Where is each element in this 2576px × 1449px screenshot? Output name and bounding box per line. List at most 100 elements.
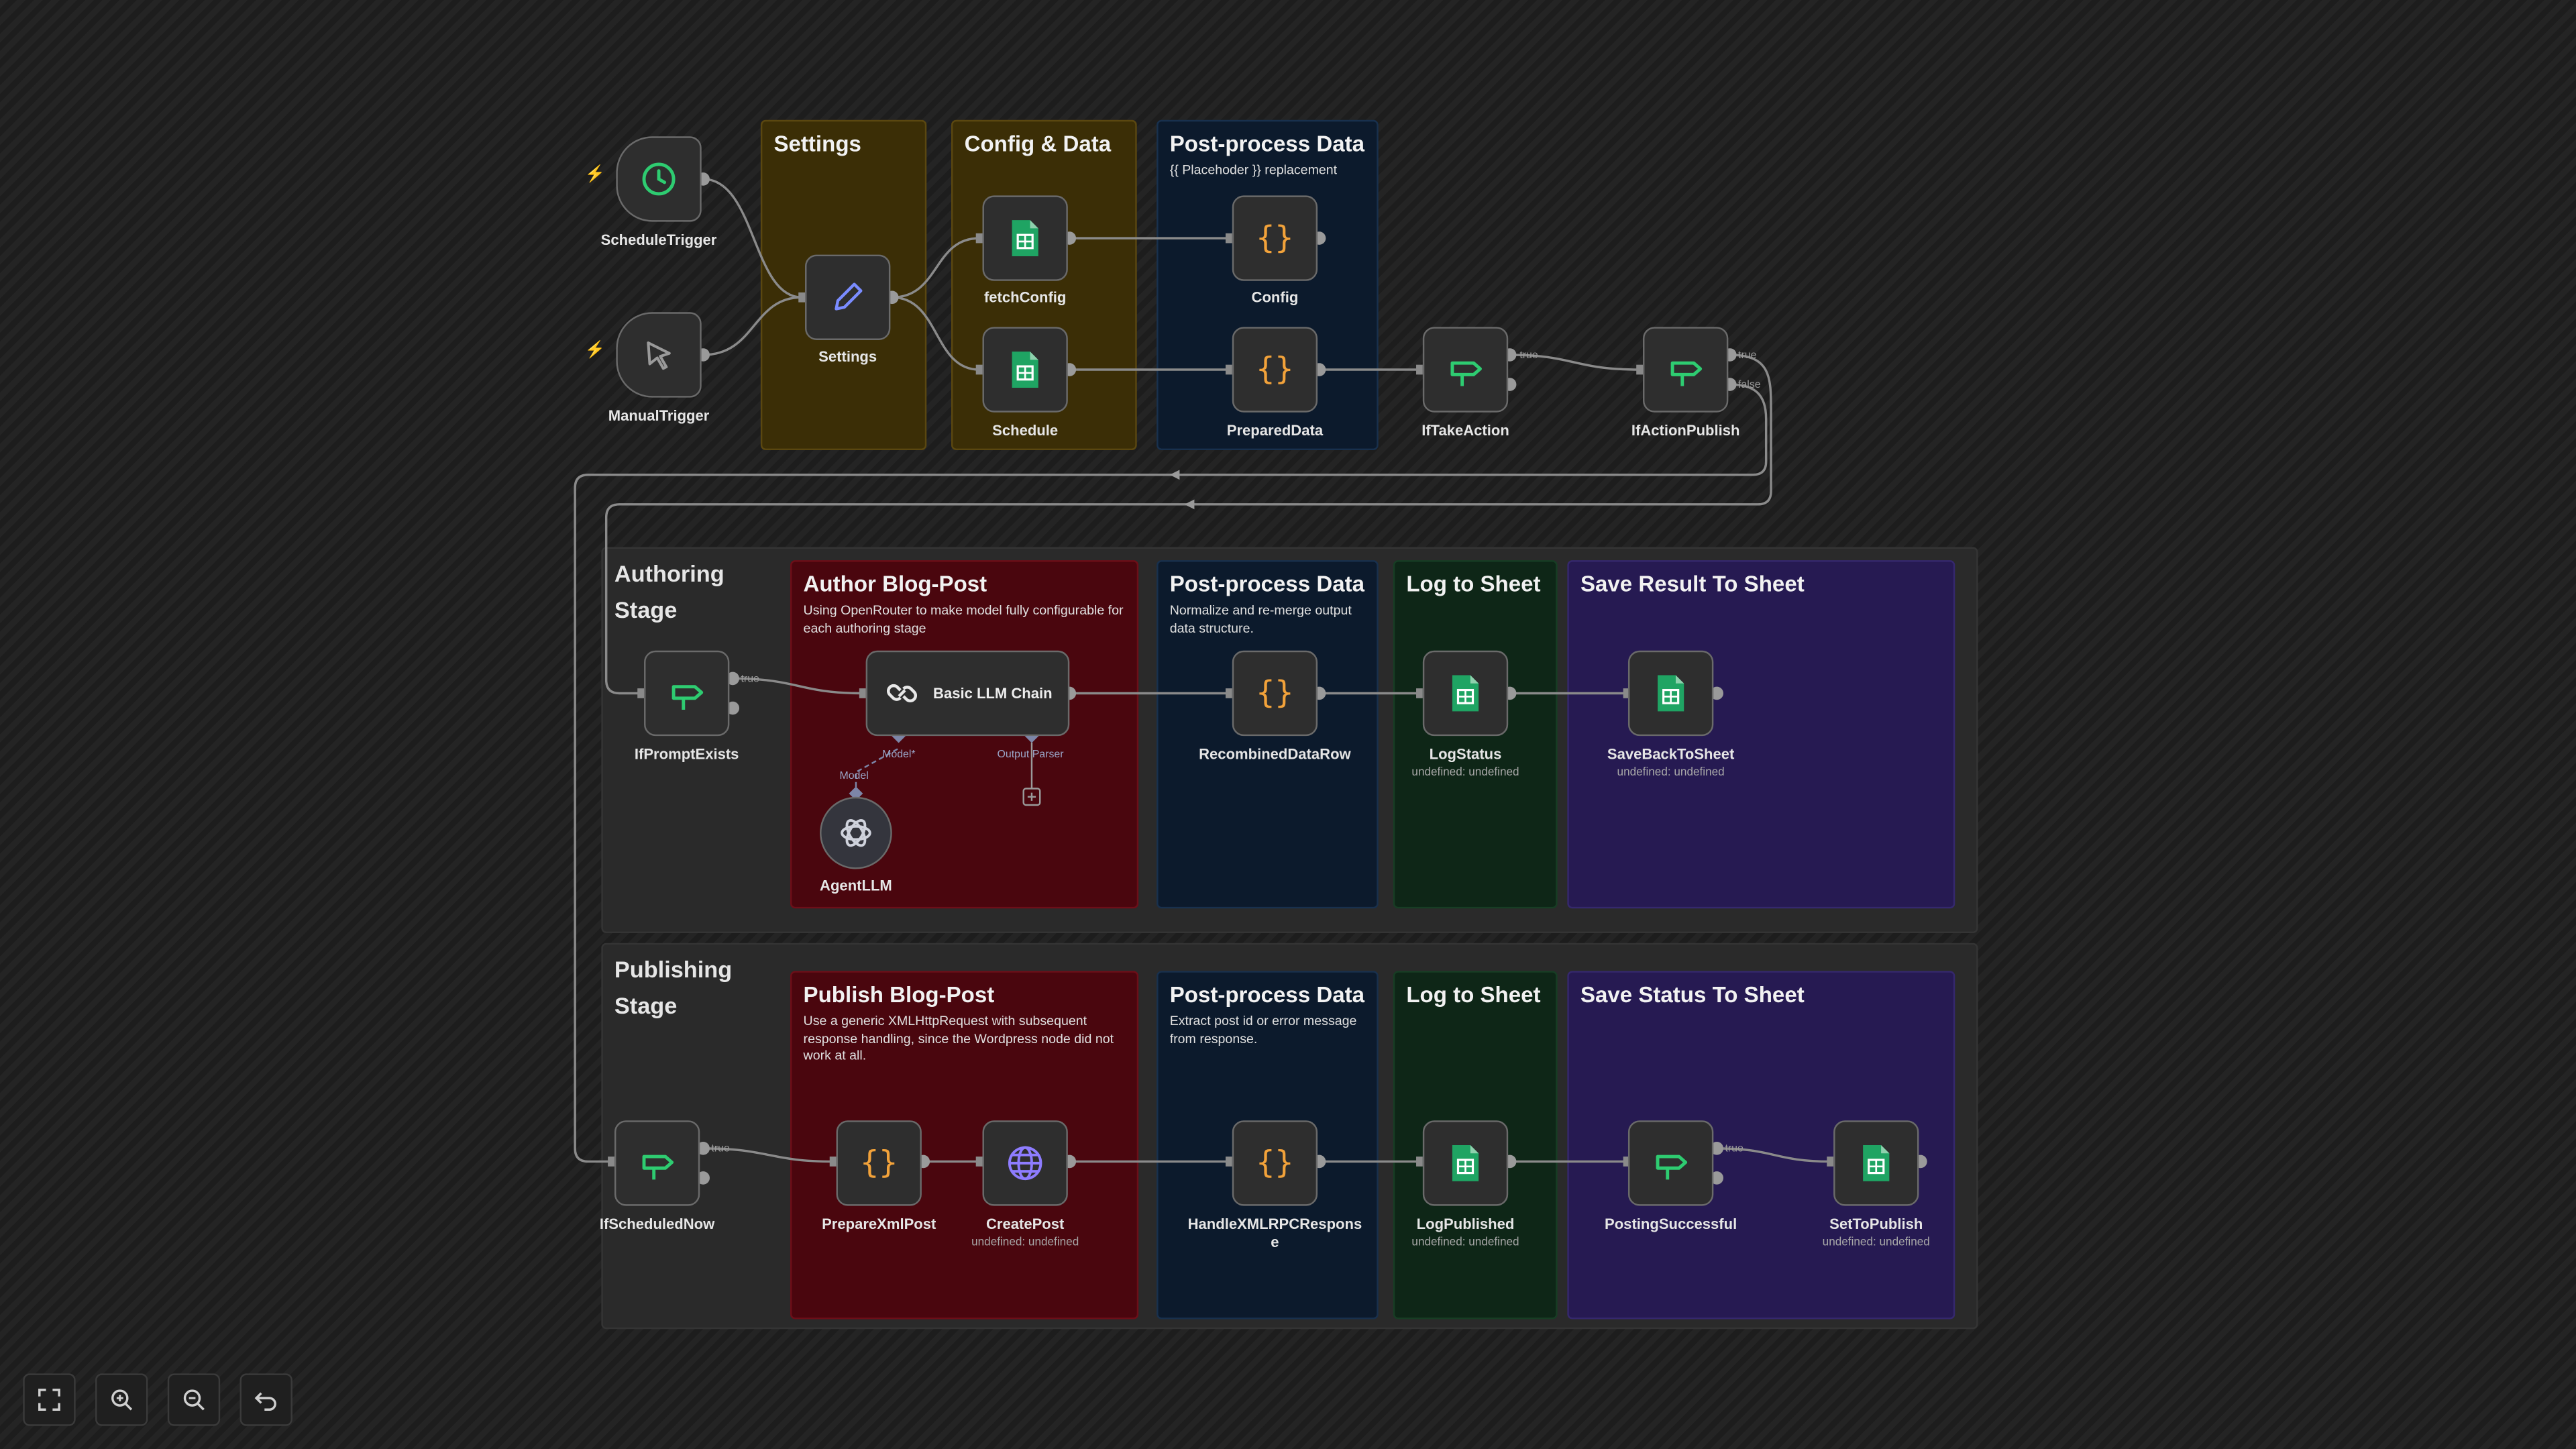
zoom-out-button[interactable] [167, 1373, 221, 1426]
node-label: IfPromptExists [634, 745, 739, 763]
node-label: CreatePost [985, 1216, 1065, 1232]
openai-icon [841, 819, 871, 847]
if-icon [642, 1155, 674, 1180]
node-if-scheduled-now[interactable] [614, 1120, 700, 1206]
pencil-icon [835, 282, 863, 311]
if-icon [672, 685, 704, 710]
node-posting-successful[interactable] [1627, 1120, 1714, 1206]
sticky-title: Log to Sheet [1406, 572, 1541, 596]
link-icon [886, 684, 918, 703]
globe-icon [1008, 1146, 1042, 1181]
node-basic-llm-chain[interactable]: Basic LLM Chain [865, 650, 1070, 737]
node-label: PrepareXmlPost [822, 1216, 936, 1232]
edge-ifactionpublish-false [574, 383, 1768, 1163]
node-label: RecombinedDataRow [1199, 745, 1351, 763]
node-label: IfScheduledNow [599, 1216, 715, 1232]
edge-ifpromptexists-llmchain [733, 677, 863, 695]
edge-label-true: true [711, 1143, 730, 1155]
node-schedule[interactable] [982, 327, 1068, 413]
node-label: AgentLLM [820, 877, 892, 894]
node-log-status[interactable] [1422, 650, 1509, 737]
node-save-back-to-sheet[interactable] [1627, 650, 1714, 737]
sticky-title: Save Result To Sheet [1580, 572, 1805, 596]
node-if-action-publish[interactable] [1643, 327, 1729, 413]
edge-ifscheduled-preparexml [703, 1147, 833, 1163]
node-set-to-publish[interactable] [1833, 1120, 1919, 1206]
node-label: Config [1251, 289, 1299, 306]
node-manual-trigger[interactable] [616, 312, 702, 398]
node-label: PostingSuccessful [1605, 1216, 1737, 1232]
node-log-published[interactable] [1422, 1120, 1509, 1206]
sticky-title: Settings [773, 131, 861, 156]
sheets-icon [1658, 675, 1684, 712]
code-icon: {} [1256, 220, 1293, 256]
trigger-bolt-icon: ⚡ [584, 166, 606, 184]
node-config[interactable]: {} [1232, 195, 1318, 281]
node-fetch-config[interactable] [982, 195, 1068, 281]
svg-text:{}: {} [1256, 352, 1293, 387]
if-icon [1656, 1155, 1688, 1180]
sticky-title: Post-process Data [1169, 131, 1365, 156]
fullscreen-icon [38, 1389, 60, 1411]
node-if-prompt-exists[interactable] [644, 650, 730, 737]
node-label: SetToPublish [1829, 1216, 1923, 1232]
edge-postingsuccessful-settopublish [1717, 1147, 1831, 1163]
node-schedule-trigger[interactable] [616, 136, 702, 222]
node-label: ScheduleTrigger [600, 231, 717, 248]
clock-icon [642, 162, 676, 196]
sheets-icon [1012, 352, 1038, 388]
sticky-title: Post-process Data [1169, 572, 1365, 596]
sticky-title: Save Status To Sheet [1580, 982, 1805, 1008]
svg-text:{}: {} [1256, 1145, 1293, 1181]
zoom-in-icon [111, 1389, 133, 1411]
node-settings[interactable] [805, 254, 891, 340]
edge-arrow [1184, 499, 1195, 510]
sticky-save-result[interactable]: Save Result To Sheet [1567, 560, 1955, 909]
zoom-in-button[interactable] [95, 1373, 148, 1426]
sticky-desc: Using OpenRouter to make model fully con… [803, 602, 1124, 635]
node-prepare-xml-post[interactable]: {} [836, 1120, 922, 1206]
sticky-desc: Normalize and re-merge output data struc… [1169, 602, 1352, 635]
if-icon [1450, 361, 1482, 386]
sticky-settings[interactable]: Settings [760, 119, 927, 451]
svg-text:{}: {} [1256, 676, 1293, 711]
edge-label-true: true [1519, 350, 1538, 361]
fit-view-button[interactable] [23, 1373, 76, 1426]
node-subtitle: undefined: undefined [971, 1237, 1079, 1249]
node-label: Schedule [992, 422, 1059, 439]
edge-label-true: true [1725, 1143, 1743, 1155]
node-recombined-data-row[interactable]: {} [1232, 650, 1318, 737]
edge-label-false: false [1738, 379, 1761, 390]
sub-ports [849, 729, 1039, 801]
sticky-title: Post-process Data [1169, 982, 1365, 1008]
node-subtitle: undefined: undefined [1822, 1237, 1930, 1249]
node-label: LogPublished [1416, 1216, 1515, 1232]
node-if-take-action[interactable] [1422, 327, 1509, 413]
node-agent-llm[interactable] [820, 796, 892, 869]
sticky-title: Publish Blog-Post [803, 982, 995, 1008]
node-label: fetchConfig [983, 289, 1067, 306]
node-subtitle: undefined: undefined [1411, 767, 1519, 779]
node-label: LogStatus [1429, 745, 1502, 763]
node-handle-xmlrpc-response[interactable]: {} [1232, 1120, 1318, 1206]
sheets-icon [1452, 1144, 1479, 1181]
zoom-out-icon [183, 1389, 205, 1411]
undo-button[interactable] [239, 1373, 292, 1426]
input-ports [608, 233, 1834, 1167]
cursor-icon [647, 341, 671, 370]
undo-icon [254, 1392, 276, 1411]
node-label: HandleXMLRPCRespons e [1187, 1216, 1362, 1250]
code-icon: {} [1256, 1145, 1293, 1181]
edge-schedule-settings [703, 178, 802, 299]
publishing-stage-title: Publishing Stage [614, 956, 733, 1019]
node-prepared-data[interactable]: {} [1232, 327, 1318, 413]
edge-label-true: true [741, 673, 759, 684]
edge-ifactionpublish-true [604, 354, 1772, 695]
if-icon [1670, 361, 1703, 386]
add-subnode-button [1022, 742, 1041, 806]
sticky-title: Config & Data [964, 131, 1112, 156]
authoring-stage-title: Authoring Stage [614, 560, 724, 623]
sticky-title: Log to Sheet [1406, 982, 1541, 1008]
node-create-post[interactable] [982, 1120, 1068, 1206]
